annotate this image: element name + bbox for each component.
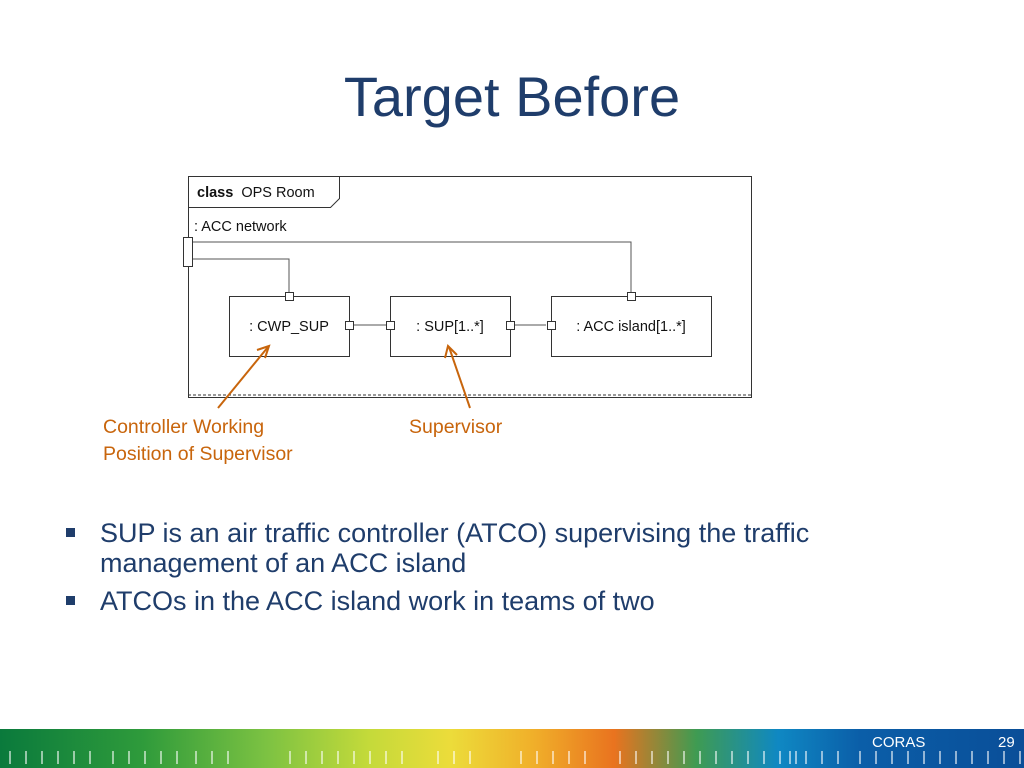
bullet-text: SUP is an air traffic controller (ATCO) …: [100, 518, 810, 578]
part-box-acc-island: [551, 296, 712, 357]
annotation-supervisor: Supervisor: [409, 414, 502, 441]
annotation-cwp: Controller Working Position of Superviso…: [103, 414, 293, 468]
footer-gradient-bar: [0, 729, 1024, 768]
frame-name-tab: [188, 176, 340, 208]
part-label-acc-island: : ACC island[1..*]: [576, 319, 686, 335]
network-port: [183, 237, 193, 267]
annotation-arrow-sup: [448, 346, 471, 409]
bullet-item: SUP is an air traffic controller (ATCO) …: [66, 518, 966, 578]
frame-name: class OPS Room: [197, 185, 315, 201]
annotation-cwp-line-1: Controller Working: [103, 416, 265, 438]
part-box-sup: [390, 296, 511, 357]
annotation-supervisor-line-1: Supervisor: [409, 416, 503, 438]
port-sup-left: [386, 321, 395, 330]
bullet-text: ATCOs in the ACC island work in teams of…: [100, 586, 655, 616]
port-cwp-right: [345, 321, 354, 330]
annotation-arrowhead-cwp: [256, 344, 271, 359]
network-label: : ACC network: [194, 219, 287, 235]
annotation-arrow-cwp: [217, 346, 269, 409]
footer-brand: CORAS: [872, 734, 926, 751]
slide-title: Target Before: [343, 65, 681, 128]
part-label-sup: : SUP[1..*]: [416, 319, 484, 335]
page-number: 29: [998, 734, 1015, 751]
port-sup-right: [506, 321, 515, 330]
port-acc-left: [547, 321, 556, 330]
annotation-cwp-line-2: Position of Supervisor: [103, 443, 293, 465]
frame-classifier: OPS Room: [241, 185, 314, 201]
frame-keyword: class: [197, 185, 233, 201]
bullet-square-icon: [66, 528, 75, 537]
annotation-arrowhead-sup: [444, 344, 458, 359]
bullet-list: SUP is an air traffic controller (ATCO) …: [66, 518, 966, 624]
port-cwp-top: [285, 292, 294, 301]
network-connector-cwp: [193, 258, 290, 292]
bullet-item: ATCOs in the ACC island work in teams of…: [66, 586, 966, 616]
class-frame: [188, 176, 752, 398]
footer-tick-pattern: [9, 751, 1021, 764]
network-connector-acc: [193, 241, 632, 292]
part-label-cwp-sup: : CWP_SUP: [249, 319, 329, 335]
bullet-square-icon: [66, 596, 75, 605]
port-acc-top: [627, 292, 636, 301]
